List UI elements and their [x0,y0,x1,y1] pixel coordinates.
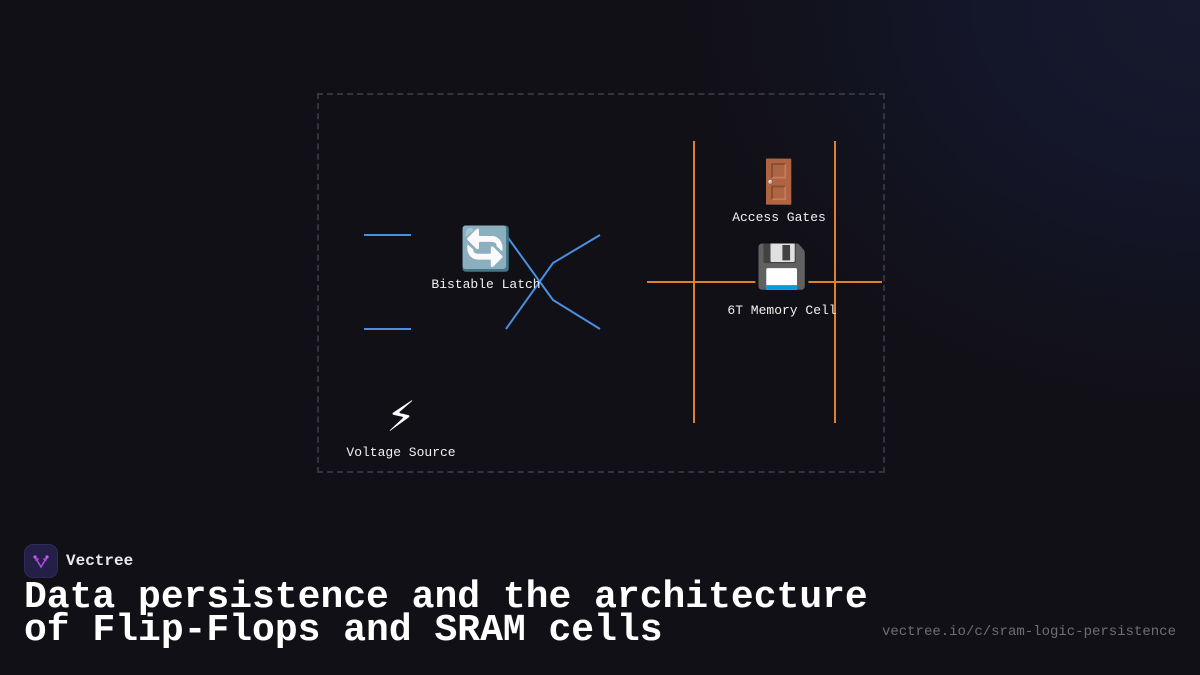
node-label: Access Gates [732,210,826,225]
node-label: Voltage Source [346,445,456,460]
title-line-2: of Flip-Flops and SRAM cells [24,609,663,652]
latch-wires [364,234,601,330]
title-line-1: Data persistence and the architecture [24,576,868,619]
vectree-logo-icon [24,544,58,578]
node-voltage-source[interactable]: ⚡ Voltage Source [346,392,456,461]
source-url[interactable]: vectree.io/c/sram-logic-persistence [881,624,1176,640]
brand: Vectree [24,544,133,578]
node-bistable-latch[interactable]: 🔄 Bistable Latch [431,224,541,293]
node-label: Bistable Latch [431,277,541,292]
brand-name: Vectree [66,552,134,570]
diagram-frame [317,93,885,473]
node-label: 6T Memory Cell [727,303,837,318]
lightning-icon: ⚡ [386,392,416,441]
door-icon: 🚪 [752,157,806,206]
floppy-disk-icon: 💾 [755,242,809,291]
arrows-clockwise-icon: 🔄 [459,224,513,273]
node-6t-memory-cell[interactable]: 💾 6T Memory Cell [727,242,837,319]
page-title: Data persistence and the architecture of… [24,579,868,650]
node-access-gates[interactable]: 🚪 Access Gates [732,157,826,226]
